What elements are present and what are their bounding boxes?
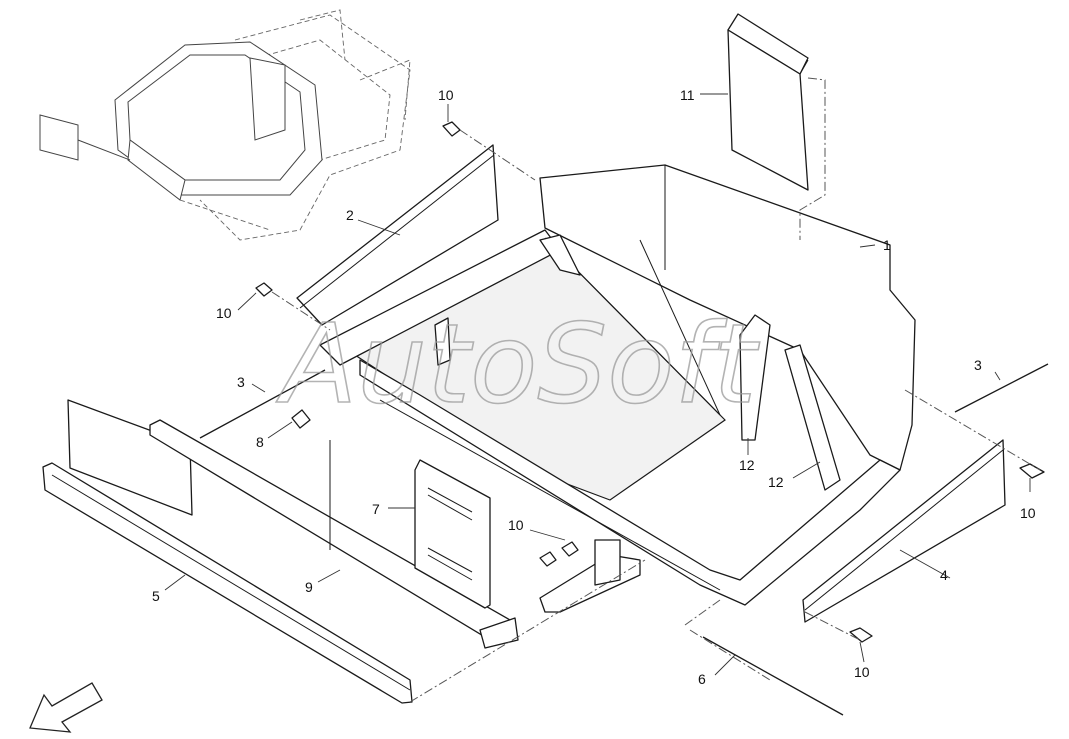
front-direction-arrow-icon — [29, 682, 103, 733]
callout-3-right: 3 — [974, 357, 982, 373]
leader-lines — [164, 93, 1031, 676]
part-4-side-panel — [802, 439, 1006, 623]
callout-1: 1 — [883, 237, 891, 253]
callout-labels: 1 2 3 3 4 5 6 7 8 9 10 10 10 10 10 11 12… — [152, 87, 1036, 687]
callout-3-left: 3 — [237, 374, 245, 390]
part-5-bumper — [42, 399, 413, 704]
rods — [199, 363, 1049, 716]
callout-10-right: 10 — [1020, 505, 1036, 521]
callout-6: 6 — [698, 671, 706, 687]
callout-4: 4 — [940, 567, 948, 583]
part-8-latch — [291, 409, 331, 550]
callout-10-bottom: 10 — [854, 664, 870, 680]
callout-10-left: 10 — [216, 305, 232, 321]
callout-2: 2 — [346, 207, 354, 223]
part-7-door — [414, 459, 491, 609]
callout-12-left: 12 — [739, 457, 755, 473]
callout-9: 9 — [305, 579, 313, 595]
assembly-overview-icon — [39, 9, 411, 241]
watermark-text: AutoSoft — [276, 300, 760, 428]
bracket-assembly — [539, 539, 641, 613]
part-9-bar — [149, 419, 519, 649]
assembly-lines — [271, 77, 1041, 703]
callout-8: 8 — [256, 434, 264, 450]
callout-10-center: 10 — [508, 517, 524, 533]
callout-12-right: 12 — [768, 474, 784, 490]
callout-11: 11 — [680, 87, 695, 103]
part-2-side-panel — [296, 144, 499, 326]
part-1-body — [319, 164, 916, 606]
part-12-ribs — [739, 314, 841, 491]
callout-5: 5 — [152, 588, 160, 604]
part-11-cover — [727, 13, 809, 191]
callout-7: 7 — [372, 501, 380, 517]
part-10-knobs — [255, 121, 1045, 643]
callout-10-top: 10 — [438, 87, 454, 103]
